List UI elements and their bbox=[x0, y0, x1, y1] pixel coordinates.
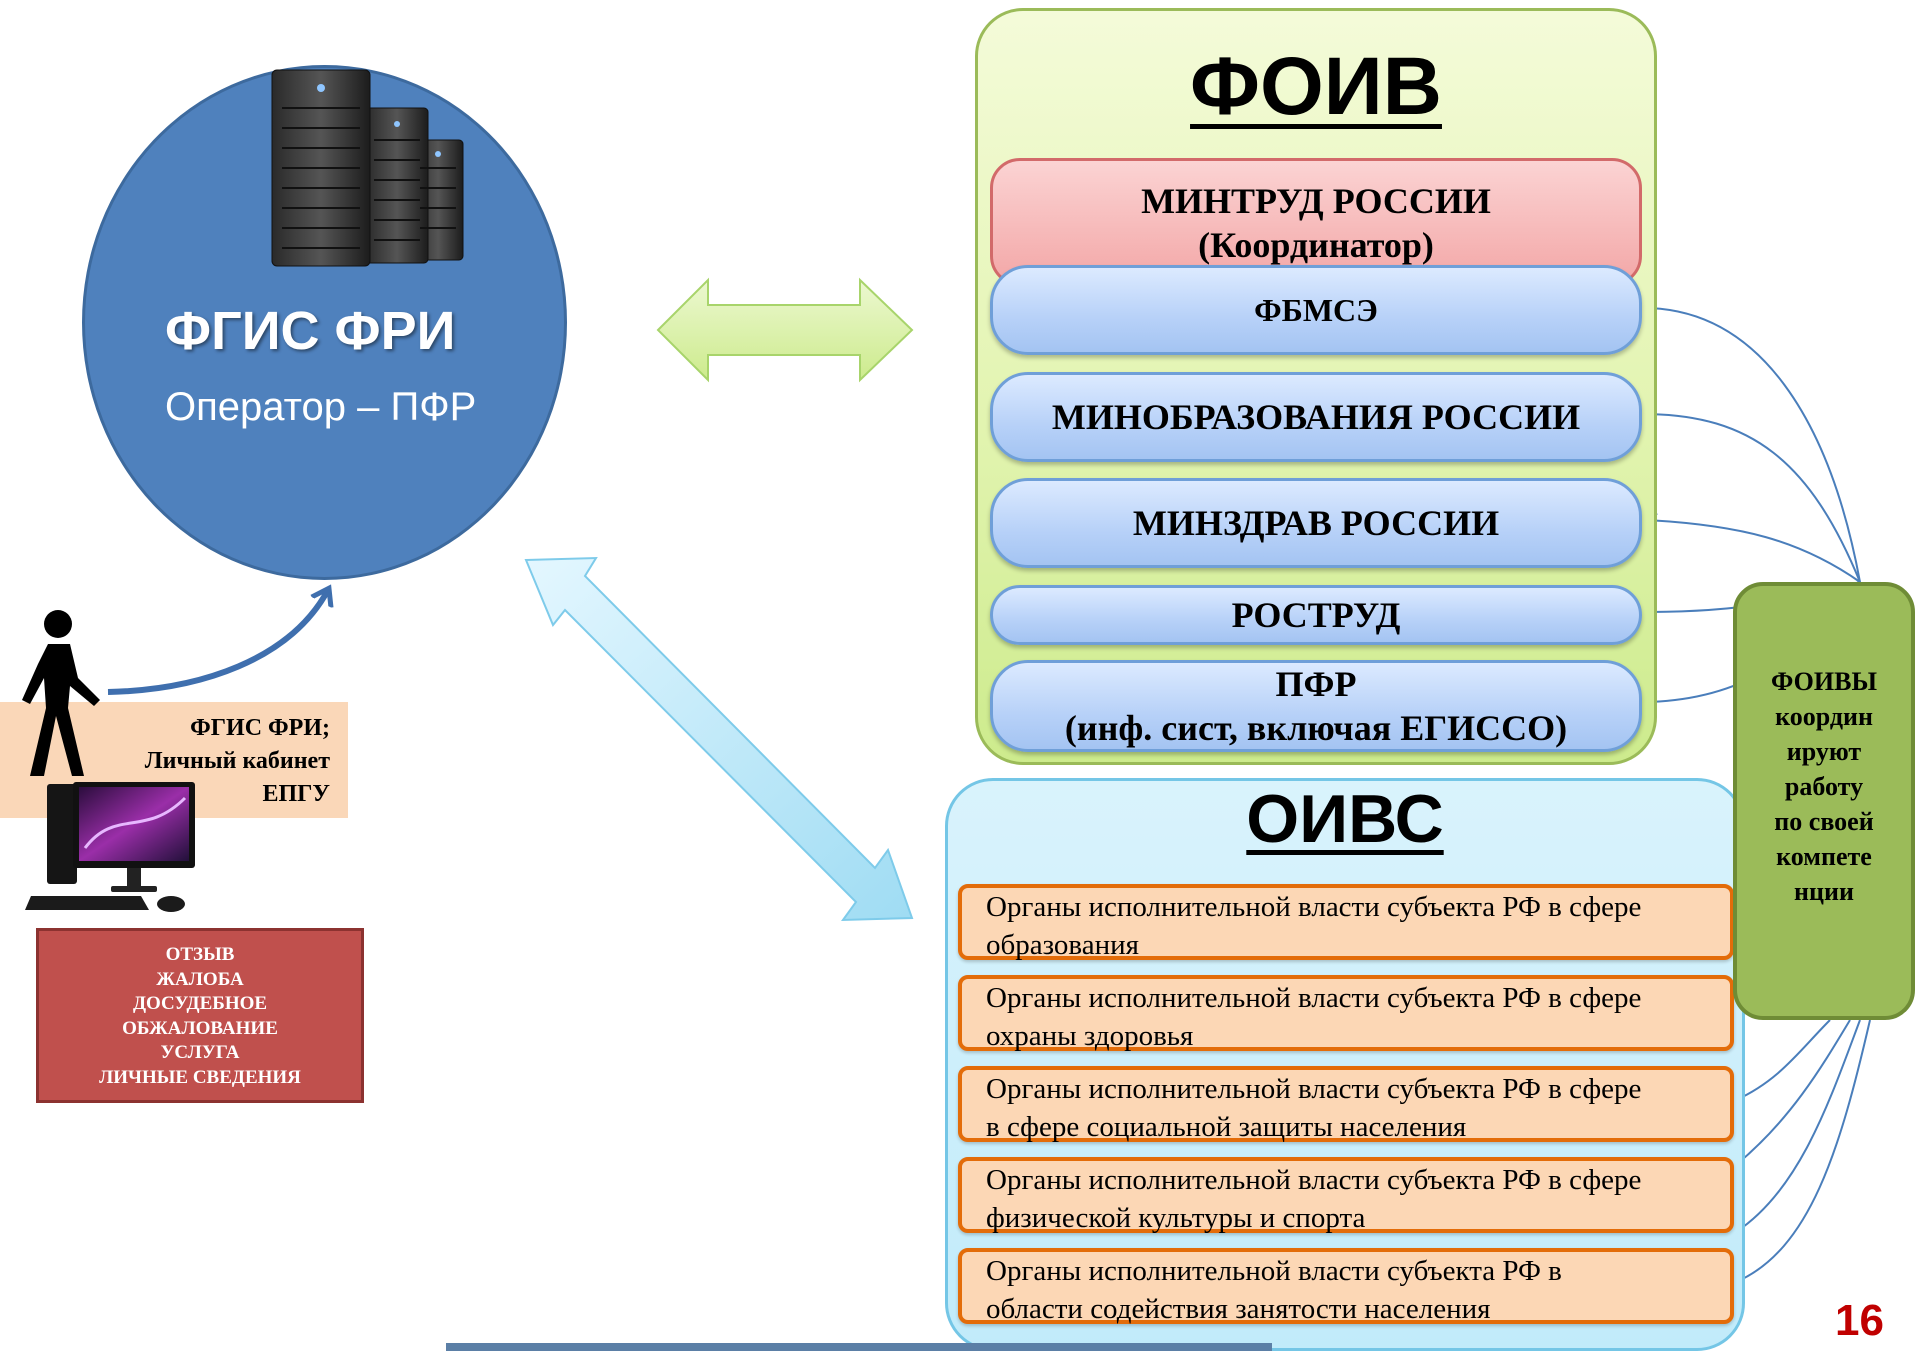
foiv-item-label: ФБМСЭ bbox=[1254, 291, 1378, 328]
fgis-operator: Оператор – ПФР bbox=[165, 385, 477, 429]
double-arrow-fgis-foiv bbox=[656, 277, 914, 383]
coordination-line: компете bbox=[1776, 842, 1872, 871]
coordination-line: нции bbox=[1794, 877, 1854, 906]
oivs-item-education: Органы исполнительной власти субъекта РФ… bbox=[958, 884, 1734, 961]
user-action-item: ДОСУДЕБНОЕ bbox=[132, 993, 268, 1014]
oivs-item-social: Органы исполнительной власти субъекта РФ… bbox=[958, 1066, 1734, 1143]
person-icon bbox=[22, 610, 100, 776]
user-label-line: ФГИС ФРИ; bbox=[190, 715, 330, 741]
foiv-title: ФОИВ bbox=[1190, 41, 1442, 132]
user-action-item: ОТЗЫВ bbox=[165, 944, 235, 965]
coordinator-name: МИНТРУД РОССИИ bbox=[1141, 181, 1491, 221]
coordination-line: ируют bbox=[1786, 737, 1862, 766]
oivs-item-health: Органы исполнительной власти субъекта РФ… bbox=[958, 975, 1734, 1052]
foiv-item-sublabel: (инф. сист, включая ЕГИССО) bbox=[1064, 708, 1568, 748]
foiv-item-fbmse: ФБМСЭ bbox=[990, 265, 1642, 355]
oivs-item-line: образования bbox=[986, 929, 1139, 961]
oivs-title: ОИВС bbox=[1246, 781, 1444, 857]
coordination-line: координ bbox=[1775, 702, 1873, 731]
oivs-item-line: физической культуры и спорта bbox=[986, 1202, 1366, 1234]
oivs-curves bbox=[1735, 1019, 1871, 1283]
oivs-item-line: Органы исполнительной власти субъекта РФ… bbox=[986, 1164, 1642, 1196]
user-action-item: ЖАЛОБА bbox=[156, 968, 244, 990]
user-actions-box: ОТЗЫВ ЖАЛОБА ДОСУДЕБНОЕ ОБЖАЛОВАНИЕ УСЛУ… bbox=[36, 928, 364, 1103]
user-action-item: ЛИЧНЫЕ СВЕДЕНИЯ bbox=[99, 1066, 301, 1088]
oivs-item-line: в сфере социальной защиты населения bbox=[986, 1111, 1467, 1143]
foiv-item-rostrud: РОСТРУД bbox=[990, 585, 1642, 645]
footer-bar bbox=[446, 1343, 1272, 1351]
oivs-item-employment: Органы исполнительной власти субъекта РФ… bbox=[958, 1248, 1734, 1325]
page-number: 16 bbox=[1835, 1296, 1884, 1345]
coordinator-role: (Координатор) bbox=[1198, 225, 1434, 265]
oivs-item-line: Органы исполнительной власти субъекта РФ… bbox=[986, 982, 1642, 1014]
oivs-item-sport: Органы исполнительной власти субъекта РФ… bbox=[958, 1157, 1734, 1234]
oivs-item-line: Органы исполнительной власти субъекта РФ… bbox=[986, 891, 1642, 923]
foiv-item-label: МИНОБРАЗОВАНИЯ РОССИИ bbox=[1051, 397, 1581, 437]
server-icon bbox=[271, 69, 464, 267]
user-label-line: Личный кабинет bbox=[144, 748, 330, 774]
foiv-item-label: ПФР bbox=[1275, 664, 1357, 704]
coordination-line: по своей bbox=[1774, 807, 1874, 836]
user-label-line: ЕПГУ bbox=[262, 781, 330, 807]
user-to-fgis-arrow bbox=[107, 590, 328, 695]
computer-icon bbox=[25, 782, 195, 912]
coordinator-box: МИНТРУД РОССИИ (Координатор) bbox=[990, 158, 1642, 286]
coordination-line: ФОИВЫ bbox=[1771, 667, 1877, 696]
double-arrow-fgis-oivs bbox=[524, 556, 914, 922]
user-action-item: ОБЖАЛОВАНИЕ bbox=[122, 1017, 278, 1039]
foiv-item-minobrazovaniya: МИНОБРАЗОВАНИЯ РОССИИ bbox=[990, 372, 1642, 462]
user-access-label: ФГИС ФРИ; Личный кабинет ЕПГУ bbox=[60, 712, 330, 811]
oivs-item-line: Органы исполнительной власти субъекта РФ… bbox=[986, 1073, 1642, 1105]
fgis-title: ФГИС ФРИ bbox=[165, 301, 456, 361]
foiv-item-minzdrav: МИНЗДРАВ РОССИИ bbox=[990, 478, 1642, 568]
coordination-note-box: ФОИВЫ координ ируют работу по своей комп… bbox=[1733, 582, 1915, 1020]
oivs-item-line: Органы исполнительной власти субъекта РФ… bbox=[986, 1255, 1562, 1287]
user-action-item: УСЛУГА bbox=[160, 1042, 240, 1063]
oivs-item-line: области содействия занятости населения bbox=[986, 1293, 1491, 1325]
foiv-item-label: РОСТРУД bbox=[1231, 595, 1401, 635]
coordination-line: работу bbox=[1784, 772, 1864, 801]
foiv-item-label: МИНЗДРАВ РОССИИ bbox=[1132, 503, 1500, 543]
foiv-item-pfr: ПФР (инф. сист, включая ЕГИССО) bbox=[990, 660, 1642, 752]
oivs-item-line: охраны здоровья bbox=[986, 1020, 1194, 1052]
